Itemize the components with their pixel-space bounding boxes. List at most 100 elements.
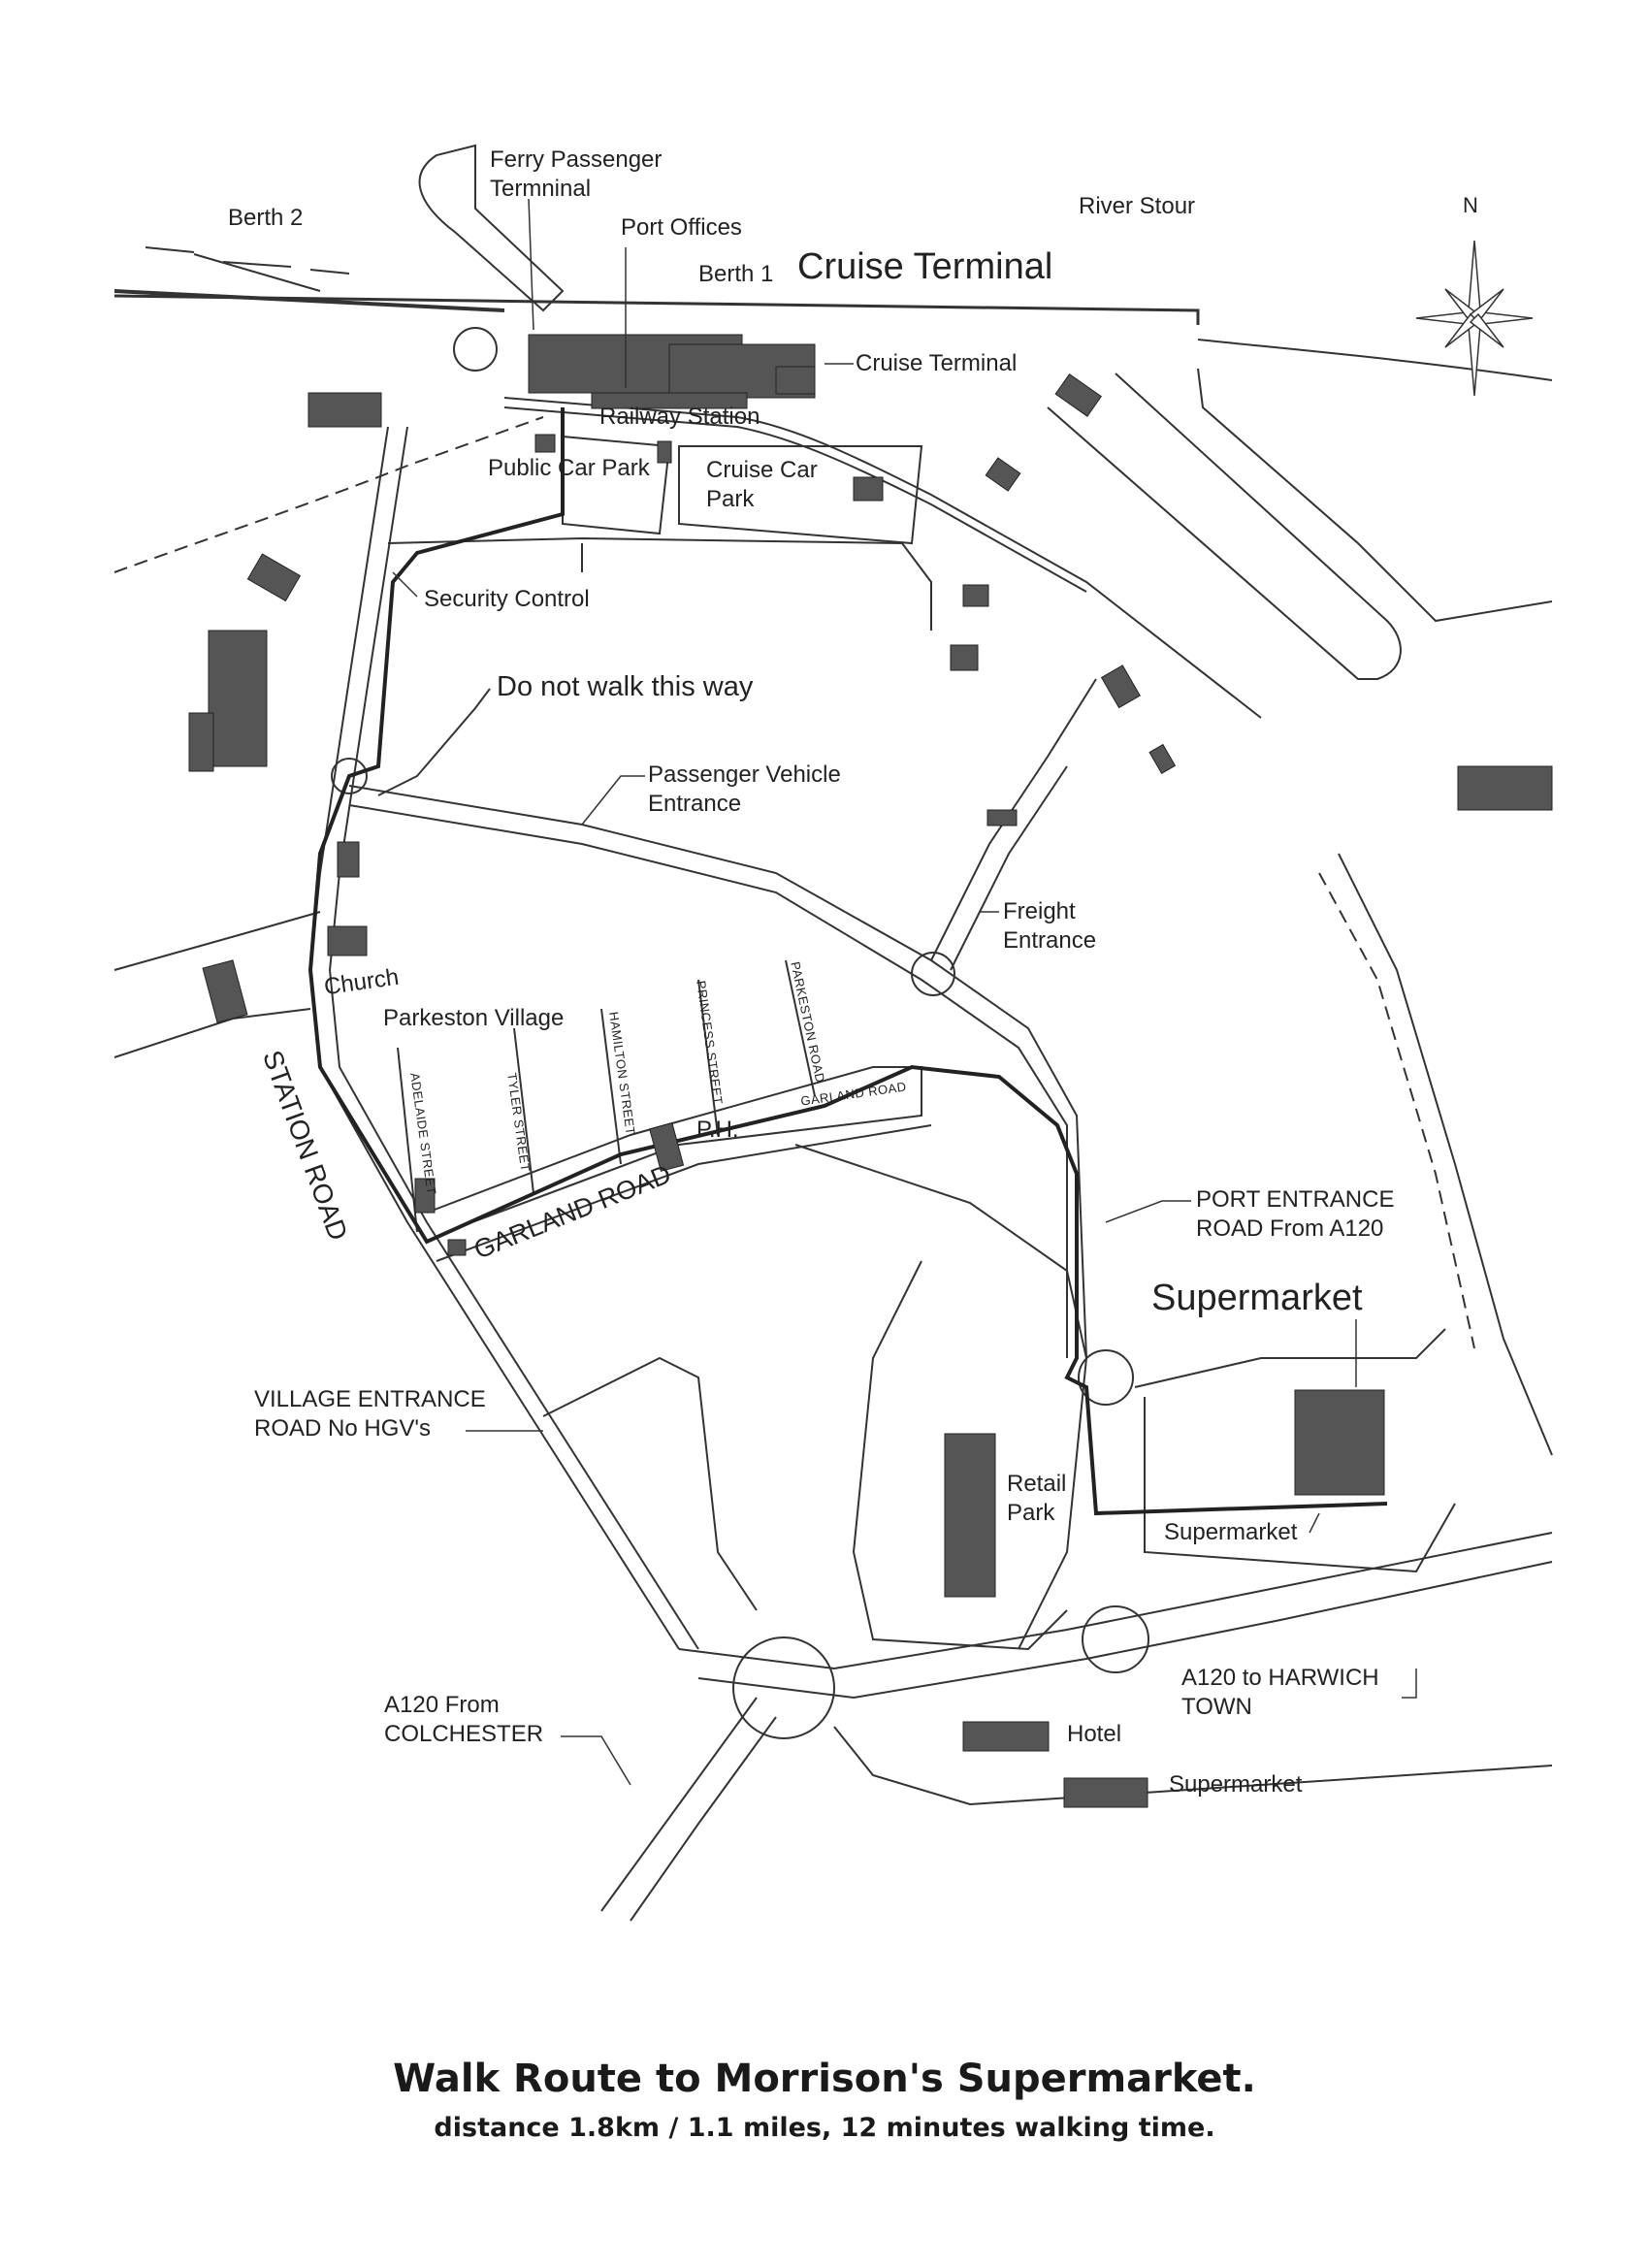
label-do-not-walk: Do not walk this way (497, 671, 754, 702)
quay-edge (113, 294, 1200, 325)
leader-ferry (528, 198, 534, 331)
a120-to-colchester (600, 1697, 758, 1912)
label-supermarket-small: Supermarket (1164, 1519, 1298, 1545)
station-road-west (113, 911, 321, 971)
label-retail-park: Retail Park (1007, 1471, 1067, 1526)
label-port-entrance-road: PORT ENTRANCE ROAD From A120 (1196, 1186, 1395, 1242)
ph-building (649, 1122, 685, 1172)
west-buildings-1 (307, 392, 382, 428)
road-north-west (113, 416, 544, 573)
walk-route (307, 407, 1388, 1516)
label-supermarket-big: Supermarket (1151, 1278, 1363, 1318)
retail-access-road (794, 1144, 1088, 1650)
label-hotel: Hotel (1067, 1721, 1122, 1747)
leader-security (392, 571, 418, 598)
label-village-entrance-road: VILLAGE ENTRANCE ROAD No HGV's (254, 1386, 486, 1442)
ferry-jetty (418, 144, 565, 312)
roundabout-security (331, 758, 368, 794)
jetty-building-2 (1148, 743, 1177, 774)
label-river-stour: River Stour (1079, 193, 1196, 219)
roundabout-a120-east (1082, 1605, 1149, 1673)
label-berth-2: Berth 2 (228, 205, 304, 231)
label-cruise-terminal: Cruise Terminal (856, 350, 1018, 376)
compass-rose-icon (1415, 240, 1534, 397)
label-freight-entrance: Freight Entrance (1003, 898, 1097, 954)
roundabout-a120-west (732, 1636, 835, 1739)
cruise-car-park-booth (657, 440, 672, 464)
garland-road-south (436, 1124, 932, 1262)
label-security-control: Security Control (424, 586, 590, 612)
roundabout-terminal (453, 327, 498, 372)
supermarket-road (1134, 1328, 1456, 1573)
north-label: N (1463, 193, 1478, 217)
freight-gate (986, 809, 1018, 826)
west-buildings-4 (188, 712, 214, 772)
east-building-1 (1054, 373, 1102, 417)
label-passenger-vehicle-entrance: Passenger Vehicle Entrance (648, 761, 841, 817)
passenger-vehicle-road-2 (348, 804, 1068, 1358)
river-bank (1197, 339, 1553, 381)
a120-south (833, 1726, 1553, 1806)
berth-2-piers (145, 246, 350, 292)
cruise-terminal-annex (775, 366, 816, 395)
east-building-2 (985, 457, 1021, 492)
label-a120-from-colchester: A120 From COLCHESTER (384, 1692, 544, 1747)
west-buildings-2 (246, 553, 302, 602)
jetty-building (1100, 664, 1141, 709)
label-port-offices: Port Offices (621, 214, 742, 241)
label-cruise-car-park: Cruise Car Park (706, 457, 818, 512)
label-berth-1: Berth 1 (698, 261, 774, 287)
village-building (337, 841, 360, 878)
a120-road-2 (697, 1561, 1553, 1700)
a120-to-colchester-2 (630, 1716, 777, 1922)
station-road-building (202, 959, 248, 1023)
port-entrance-road-2 (1318, 872, 1475, 1349)
label-ferry-terminal-1: Ferry Passenger Termninal (490, 146, 663, 202)
retail-park-road (852, 1260, 1068, 1651)
roundabout-freight (911, 952, 955, 996)
railway-2 (503, 406, 1087, 593)
east-building-3 (962, 584, 989, 607)
label-a120-to-harwich: A120 to HARWICH TOWN (1181, 1665, 1379, 1720)
railway-station-building (591, 392, 748, 409)
page-title: Walk Route to Morrison's Supermarket. (393, 2057, 1256, 2101)
east-building-4 (950, 644, 979, 671)
public-car-park-booth (534, 434, 556, 453)
railway (503, 397, 1262, 719)
church-building (327, 925, 368, 956)
label-ph: P.H. (696, 1117, 739, 1143)
berth-2-line (113, 289, 505, 312)
retail-park-building (944, 1433, 996, 1598)
river-bank-lower (1197, 368, 1553, 623)
supermarket-building (1294, 1389, 1385, 1496)
leader-passenger-vehicle (581, 775, 645, 826)
label-public-car-park: Public Car Park (488, 455, 650, 481)
label-railway-station: Railway Station (599, 404, 760, 430)
do-not-walk-pointer (377, 688, 491, 796)
freight-road (930, 678, 1097, 961)
label-parkeston-village: Parkeston Village (383, 1005, 565, 1031)
security-road (387, 536, 932, 631)
leader-a120-harwich (1402, 1669, 1417, 1699)
leader-a120-colchester (561, 1735, 631, 1786)
hotel-building (962, 1721, 1050, 1752)
leader-port-entrance (1105, 1200, 1191, 1223)
roundabout-retail (1078, 1349, 1134, 1406)
river-building (1457, 765, 1553, 811)
village-entrance-road (542, 1356, 758, 1611)
a120-road (678, 1532, 1553, 1670)
port-entrance-road (1338, 853, 1553, 1456)
village-streets (397, 959, 816, 1233)
road-west-vertical-2 (328, 426, 699, 1650)
jetty (1047, 373, 1402, 680)
supermarket-bottom-building (1063, 1777, 1148, 1808)
cruise-car-park-building (853, 476, 884, 502)
adelaide-building (414, 1178, 436, 1214)
label-cruise-terminal-big: Cruise Terminal (797, 246, 1053, 287)
west-buildings-3 (208, 630, 268, 767)
page-subtitle: distance 1.8km / 1.1 miles, 12 minutes w… (434, 2113, 1215, 2143)
garland-building (447, 1239, 467, 1256)
freight-road-2 (950, 765, 1068, 971)
leader-supermarket-small (1309, 1512, 1320, 1534)
